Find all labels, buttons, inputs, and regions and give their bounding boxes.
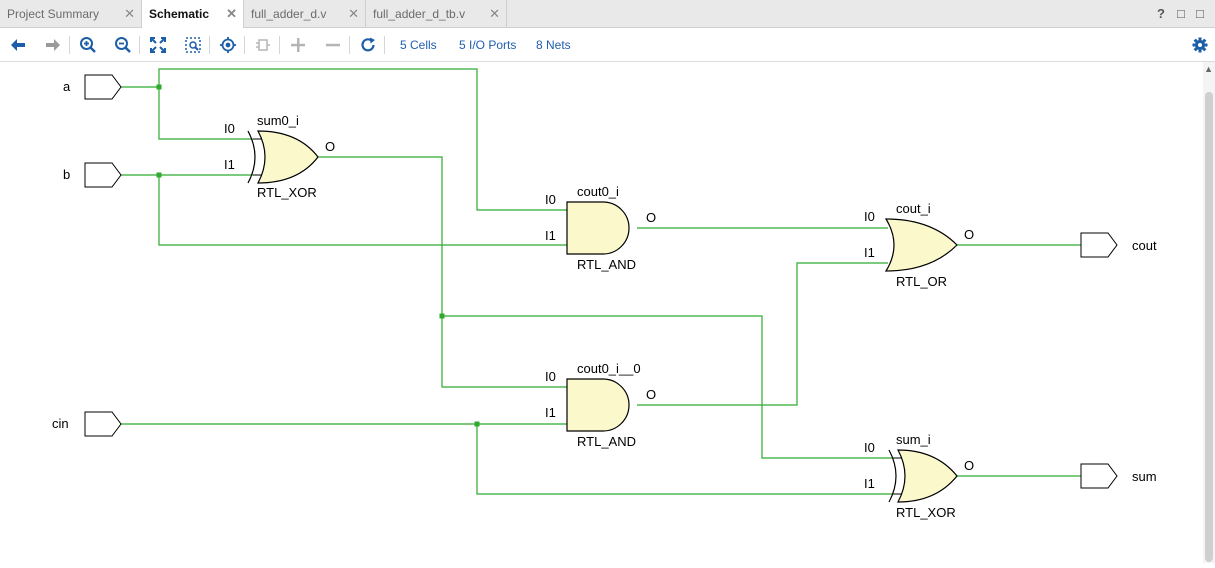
zoom-in-icon[interactable] [77, 34, 99, 56]
gate-type-label: RTL_OR [896, 274, 947, 289]
forward-arrow-icon[interactable] [42, 34, 64, 56]
pin-label: I0 [545, 192, 556, 207]
tab-bar: Project Summary ✕ Schematic ✕ full_adder… [0, 0, 1215, 28]
add-icon[interactable] [287, 34, 309, 56]
pin-label: O [646, 210, 656, 225]
close-icon[interactable]: ✕ [348, 6, 359, 21]
toolbar: 5 Cells 5 I/O Ports 8 Nets [0, 28, 1215, 62]
io-ports-link[interactable]: 5 I/O Ports [459, 38, 517, 52]
tab-label: Schematic [149, 7, 210, 21]
nets-link[interactable]: 8 Nets [536, 38, 571, 52]
gate-instance-name: cout0_i [577, 184, 619, 199]
pin-label: O [325, 139, 335, 154]
gate-type-label: RTL_AND [577, 434, 636, 449]
pin-label: I0 [545, 369, 556, 384]
toolbar-separator [69, 36, 70, 54]
port-sum[interactable] [1080, 463, 1118, 489]
junction-dot [156, 84, 162, 90]
net-sum0-to-xor[interactable] [442, 315, 893, 459]
gate-type-label: RTL_AND [577, 257, 636, 272]
tab-label: full_adder_d_tb.v [373, 6, 466, 21]
net-cout0-0-to-or[interactable] [637, 262, 888, 406]
toolbar-separator [384, 36, 385, 54]
pin-label: I1 [864, 476, 875, 491]
junctions [156, 84, 480, 427]
pin-label: O [964, 458, 974, 473]
gear-icon[interactable] [1189, 34, 1211, 56]
close-icon[interactable]: ✕ [124, 6, 135, 21]
schematic-svg[interactable]: a b cin cout sum sum0_i RTL_XOR I0 I1 O … [0, 62, 1215, 563]
tab-full-adder-d[interactable]: full_adder_d.v ✕ [244, 0, 366, 27]
gate-cout0-i[interactable]: cout0_i RTL_AND I0 I1 O [545, 184, 656, 272]
toolbar-separator [279, 36, 280, 54]
cells-link[interactable]: 5 Cells [400, 38, 437, 52]
gate-type-label: RTL_XOR [257, 185, 317, 200]
port-b[interactable] [84, 162, 122, 188]
restore-icon[interactable]: □ [1177, 6, 1185, 21]
pin-label: I0 [224, 121, 235, 136]
maximize-icon[interactable]: □ [1196, 6, 1204, 21]
gate-cout0-i-0[interactable]: cout0_i__0 RTL_AND I0 I1 O [545, 361, 656, 449]
port-cout-label: cout [1132, 238, 1157, 253]
gate-cout-i[interactable]: cout_i RTL_OR I0 I1 O [864, 201, 974, 289]
locate-icon[interactable] [217, 34, 239, 56]
zoom-area-icon[interactable] [182, 34, 204, 56]
port-cout[interactable] [1080, 232, 1118, 258]
gate-instance-name: sum0_i [257, 113, 299, 128]
gate-instance-name: cout_i [896, 201, 931, 216]
close-icon[interactable]: ✕ [489, 6, 500, 21]
schematic-canvas[interactable]: a b cin cout sum sum0_i RTL_XOR I0 I1 O … [0, 62, 1215, 563]
port-a[interactable] [84, 74, 122, 100]
pin-label: I1 [864, 245, 875, 260]
toolbar-separator [209, 36, 210, 54]
net-a-to-xor[interactable] [121, 86, 253, 140]
toolbar-separator [139, 36, 140, 54]
port-sum-label: sum [1132, 469, 1157, 484]
net-b-to-and[interactable] [158, 175, 567, 246]
refresh-icon[interactable] [357, 34, 379, 56]
port-a-label: a [63, 79, 71, 94]
tab-full-adder-d-tb[interactable]: full_adder_d_tb.v ✕ [366, 0, 507, 27]
scroll-up-icon[interactable]: ▲ [1204, 64, 1213, 74]
pin-label: I1 [545, 405, 556, 420]
pin-label: I0 [864, 209, 875, 224]
pin-label: I0 [864, 440, 875, 455]
pin-label: I1 [224, 157, 235, 172]
pin-label: O [964, 227, 974, 242]
tab-project-summary[interactable]: Project Summary ✕ [0, 0, 142, 27]
tab-label: Project Summary [7, 6, 100, 21]
scrollbar-thumb[interactable] [1205, 92, 1213, 562]
back-arrow-icon[interactable] [7, 34, 29, 56]
remove-icon[interactable] [322, 34, 344, 56]
port-cin-label: cin [52, 416, 69, 431]
gate-sum-i[interactable]: sum_i RTL_XOR I0 I1 O [864, 432, 974, 520]
junction-dot [439, 313, 445, 319]
help-icon[interactable]: ? [1157, 6, 1165, 21]
close-icon[interactable]: ✕ [226, 6, 237, 21]
tab-schematic[interactable]: Schematic ✕ [142, 0, 244, 28]
toolbar-separator [349, 36, 350, 54]
pin-label: O [646, 387, 656, 402]
zoom-out-icon[interactable] [112, 34, 134, 56]
gate-instance-name: cout0_i__0 [577, 361, 641, 376]
gate-instance-name: sum_i [896, 432, 931, 447]
net-cin-to-xor[interactable] [476, 424, 893, 495]
pin-label: I1 [545, 228, 556, 243]
nets [121, 68, 1081, 495]
net-a-to-and[interactable] [158, 68, 567, 211]
tab-label: full_adder_d.v [251, 6, 327, 21]
junction-dot [156, 172, 162, 178]
junction-dot [474, 421, 480, 427]
toolbar-separator [244, 36, 245, 54]
port-cin[interactable] [84, 411, 122, 437]
net-sum0-to-and[interactable] [318, 156, 567, 388]
fit-icon[interactable] [147, 34, 169, 56]
collapse-icon[interactable] [252, 34, 274, 56]
gate-type-label: RTL_XOR [896, 505, 956, 520]
gate-sum0-i[interactable]: sum0_i RTL_XOR I0 I1 O [224, 113, 335, 200]
port-b-label: b [63, 167, 70, 182]
